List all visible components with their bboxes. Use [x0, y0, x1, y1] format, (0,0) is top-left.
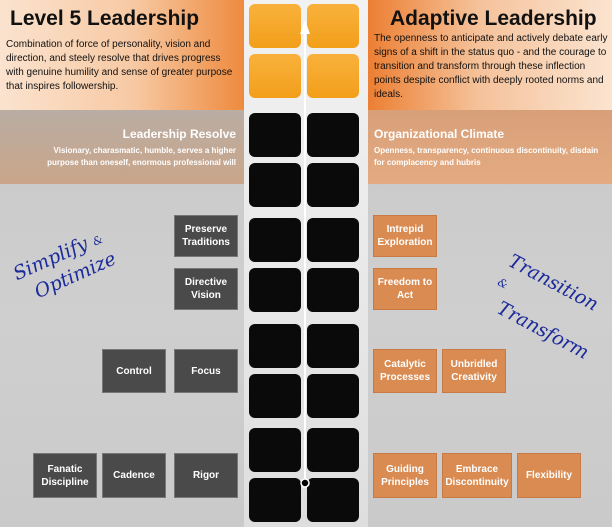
tile-black: [249, 268, 301, 312]
tile-orange: [249, 54, 301, 98]
tile-black: [307, 324, 359, 368]
directive-vision-box: Directive Vision: [174, 268, 238, 310]
rigor-box: Rigor: [174, 453, 238, 498]
unbridled-creativity-box: Unbridled Creativity: [442, 349, 506, 393]
intrepid-exploration-box: Intrepid Exploration: [373, 215, 437, 257]
control-box: Control: [102, 349, 166, 393]
freedom-to-act-box: Freedom to Act: [373, 268, 437, 310]
tile-black: [307, 268, 359, 312]
organizational-climate-description: Openness, transparency, continuous disco…: [374, 146, 599, 167]
tile-black: [307, 374, 359, 418]
tile-black: [249, 163, 301, 207]
focus-box: Focus: [174, 349, 238, 393]
leadership-resolve-band: Leadership Resolve Visionary, charasmati…: [0, 110, 244, 184]
embrace-discontinuity-box: Embrace Discontinuity: [442, 453, 512, 498]
level5-description: Combination of force of personality, vis…: [6, 39, 233, 92]
organizational-climate-title: Organizational Climate: [374, 127, 505, 141]
upward-arrow: [300, 20, 310, 488]
organizational-climate-band: Organizational Climate Openness, transpa…: [368, 110, 612, 184]
simplify-amp: &: [90, 232, 105, 249]
leadership-resolve-description: Visionary, charasmatic, humble, serves a…: [47, 146, 236, 167]
tile-black: [249, 324, 301, 368]
adaptive-panel: Adaptive Leadership The openness to anti…: [368, 0, 612, 110]
level5-panel: Level 5 Leadership Combination of force …: [0, 0, 244, 110]
guiding-principles-box: Guiding Principles: [373, 453, 437, 498]
flexibility-box: Flexibility: [517, 453, 581, 498]
tile-black: [249, 478, 301, 522]
level5-title: Level 5 Leadership: [10, 7, 200, 30]
leadership-resolve-title: Leadership Resolve: [122, 127, 236, 141]
tile-black: [307, 218, 359, 262]
tile-orange: [249, 4, 301, 48]
tile-black: [307, 163, 359, 207]
catalytic-processes-box: Catalytic Processes: [373, 349, 437, 393]
tile-black: [307, 113, 359, 157]
adaptive-title: Adaptive Leadership: [390, 7, 597, 30]
fanatic-discipline-box: Fanatic Discipline: [33, 453, 97, 498]
tile-black: [307, 478, 359, 522]
cadence-box: Cadence: [102, 453, 166, 498]
tile-black: [249, 218, 301, 262]
tile-black: [249, 374, 301, 418]
tile-orange: [307, 4, 359, 48]
adaptive-description: The openness to anticipate and actively …: [374, 33, 608, 100]
tile-orange: [307, 54, 359, 98]
tile-black: [249, 428, 301, 472]
tile-black: [307, 428, 359, 472]
tile-black: [249, 113, 301, 157]
preserve-traditions-box: Preserve Traditions: [174, 215, 238, 257]
